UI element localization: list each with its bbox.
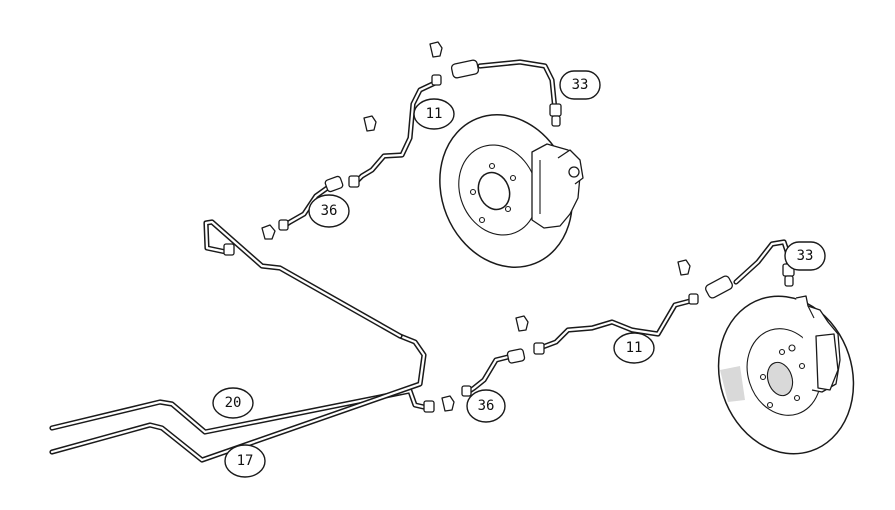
brake-pipe-17	[49, 333, 427, 463]
brake-pipe-20	[49, 388, 431, 435]
brake-caliper-upper	[531, 143, 584, 229]
pipe-fitting	[223, 243, 435, 413]
mounting-clip	[261, 41, 443, 240]
mounting-clip	[441, 259, 691, 412]
callout-33-upper: 33	[559, 70, 601, 100]
brake-hose-36-lower	[461, 348, 526, 397]
callout-label: 36	[321, 203, 338, 219]
callout-36-upper: 36	[308, 194, 350, 228]
callout-label: 17	[237, 453, 254, 469]
callout-label: 36	[478, 398, 495, 414]
brake-disc-lower	[717, 295, 855, 455]
callout-label: 11	[626, 340, 643, 356]
callout-33-lower: 33	[784, 241, 826, 271]
brake-hose-33-lower	[704, 239, 795, 299]
callout-20: 20	[212, 387, 254, 419]
brake-line-11-lower	[533, 293, 699, 355]
callout-11-upper: 11	[413, 98, 455, 130]
brake-line-11-upper	[348, 74, 442, 188]
callout-11-lower: 11	[613, 332, 655, 364]
callout-label: 33	[797, 248, 814, 264]
brake-hose-36-upper	[278, 175, 344, 231]
callout-label: 11	[426, 106, 443, 122]
brake-hose-33-upper	[450, 59, 562, 127]
callout-36-lower: 36	[466, 389, 506, 423]
brake-caliper-lower	[795, 295, 841, 393]
callout-label: 20	[225, 395, 242, 411]
callout-17: 17	[224, 444, 266, 478]
brake-pipe-upper-run	[203, 219, 403, 339]
callout-label: 33	[572, 77, 589, 93]
